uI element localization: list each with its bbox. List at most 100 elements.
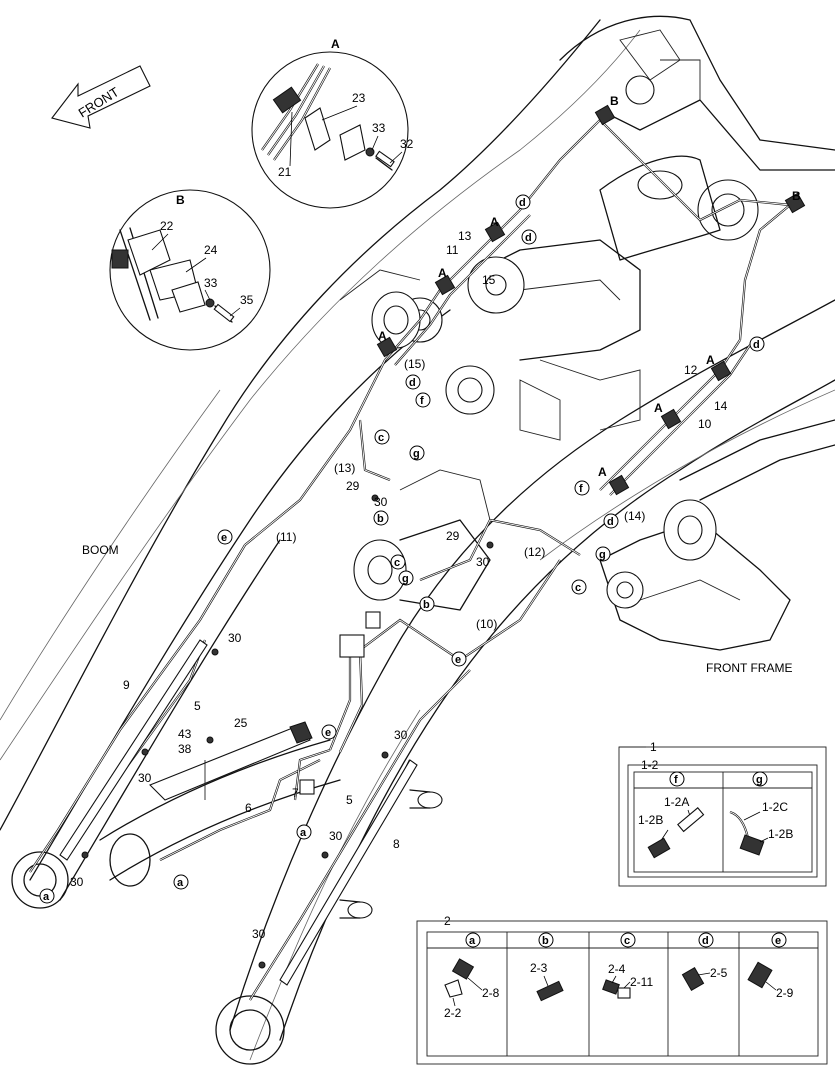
svg-text:g: g xyxy=(756,774,763,786)
svg-text:43: 43 xyxy=(178,727,192,741)
svg-text:1-2C: 1-2C xyxy=(762,800,788,814)
part-21: 21 xyxy=(278,165,292,179)
svg-text:5: 5 xyxy=(346,793,353,807)
svg-text:d: d xyxy=(607,516,614,528)
detail-a: A 21 23 33 32 xyxy=(251,37,414,209)
svg-text:30: 30 xyxy=(394,728,408,742)
svg-text:(14): (14) xyxy=(624,509,645,523)
svg-text:a: a xyxy=(177,877,184,889)
svg-text:25: 25 xyxy=(234,716,248,730)
svg-text:30: 30 xyxy=(374,495,388,509)
svg-text:e: e xyxy=(775,935,781,947)
svg-text:c: c xyxy=(624,935,630,947)
svg-text:30: 30 xyxy=(252,927,266,941)
part-33a: 33 xyxy=(372,121,386,135)
part-24: 24 xyxy=(204,243,218,257)
svg-text:2-9: 2-9 xyxy=(776,986,794,1000)
svg-text:f: f xyxy=(674,774,678,786)
detail-a-title: A xyxy=(331,37,340,51)
front-frame-label: FRONT FRAME xyxy=(706,661,792,675)
svg-text:(11): (11) xyxy=(276,530,296,544)
svg-text:14: 14 xyxy=(714,399,728,413)
svg-text:5: 5 xyxy=(194,699,201,713)
svg-text:7: 7 xyxy=(292,786,299,800)
svg-text:38: 38 xyxy=(178,742,192,756)
svg-text:d: d xyxy=(525,232,532,244)
part-23: 23 xyxy=(352,91,366,105)
svg-text:(15): (15) xyxy=(404,357,425,371)
svg-text:29: 29 xyxy=(346,479,360,493)
svg-text:B: B xyxy=(792,189,801,203)
svg-text:B: B xyxy=(610,94,619,108)
svg-text:A: A xyxy=(438,266,447,280)
svg-text:2-2: 2-2 xyxy=(444,1006,462,1020)
svg-text:f: f xyxy=(420,395,424,407)
front-arrow: FRONT xyxy=(51,65,151,129)
detail-b-title: B xyxy=(176,193,185,207)
svg-text:c: c xyxy=(378,432,384,444)
svg-text:e: e xyxy=(455,654,461,666)
svg-text:30: 30 xyxy=(138,771,152,785)
box-1-fittings: 1 1-2 f g 1-2A 1-2B 1-2C 1-2B xyxy=(618,740,827,887)
svg-text:a: a xyxy=(43,891,50,903)
svg-text:e: e xyxy=(325,727,331,739)
svg-text:15: 15 xyxy=(482,273,496,287)
svg-text:d: d xyxy=(702,935,709,947)
svg-text:30: 30 xyxy=(228,631,242,645)
svg-text:A: A xyxy=(378,329,387,343)
svg-text:9: 9 xyxy=(123,678,130,692)
front-frame-structure xyxy=(339,15,835,651)
clamps xyxy=(59,104,806,986)
svg-text:g: g xyxy=(599,549,606,561)
box-2-fittings: 2 a b c d e 2-8 2-2 2-3 2-4 2-11 2-5 xyxy=(416,914,828,1065)
svg-text:d: d xyxy=(409,377,416,389)
svg-text:b: b xyxy=(423,599,430,611)
svg-text:11: 11 xyxy=(446,243,459,257)
part-32: 32 xyxy=(400,137,414,151)
svg-text:2-3: 2-3 xyxy=(530,961,548,975)
svg-text:1-2A: 1-2A xyxy=(664,795,689,809)
svg-text:d: d xyxy=(519,197,526,209)
svg-text:(10): (10) xyxy=(476,617,497,631)
svg-text:2-5: 2-5 xyxy=(710,966,728,980)
svg-text:13: 13 xyxy=(458,229,472,243)
svg-text:b: b xyxy=(542,935,549,947)
svg-text:c: c xyxy=(575,582,581,594)
svg-text:29: 29 xyxy=(446,529,460,543)
svg-text:2-11: 2-11 xyxy=(630,975,653,989)
part-35: 35 xyxy=(240,293,254,307)
svg-text:A: A xyxy=(706,353,715,367)
svg-text:f: f xyxy=(579,483,583,495)
svg-text:(12): (12) xyxy=(524,545,545,559)
bolts-30 xyxy=(81,494,494,969)
svg-text:(13): (13) xyxy=(334,461,355,475)
svg-text:g: g xyxy=(402,573,409,585)
svg-text:8: 8 xyxy=(393,837,400,851)
part-22: 22 xyxy=(160,219,174,233)
svg-text:a: a xyxy=(469,935,476,947)
svg-text:2-4: 2-4 xyxy=(608,962,626,976)
svg-text:A: A xyxy=(654,401,663,415)
svg-text:c: c xyxy=(394,557,400,569)
svg-text:30: 30 xyxy=(329,829,343,843)
part-33b: 33 xyxy=(204,276,218,290)
svg-text:2-8: 2-8 xyxy=(482,986,500,1000)
svg-text:1-2B: 1-2B xyxy=(768,827,793,841)
svg-text:g: g xyxy=(413,448,420,460)
svg-text:A: A xyxy=(598,465,607,479)
hoses xyxy=(29,119,791,1001)
svg-text:6: 6 xyxy=(245,801,252,815)
svg-text:30: 30 xyxy=(70,875,84,889)
svg-text:12: 12 xyxy=(684,363,698,377)
svg-text:10: 10 xyxy=(698,417,712,431)
svg-text:a: a xyxy=(300,827,307,839)
detail-b: B 22 24 33 35 xyxy=(109,189,271,351)
svg-text:e: e xyxy=(221,532,227,544)
main-callouts: A A A A A A B B 13 11 15 (15) (13) 29 30… xyxy=(70,94,801,941)
svg-text:1-2B: 1-2B xyxy=(638,813,663,827)
svg-text:30: 30 xyxy=(476,555,490,569)
fitting-markers: d d d d f c g b c g b f d g c e e e a a … xyxy=(39,194,765,904)
svg-text:A: A xyxy=(490,215,499,229)
svg-text:b: b xyxy=(377,513,384,525)
